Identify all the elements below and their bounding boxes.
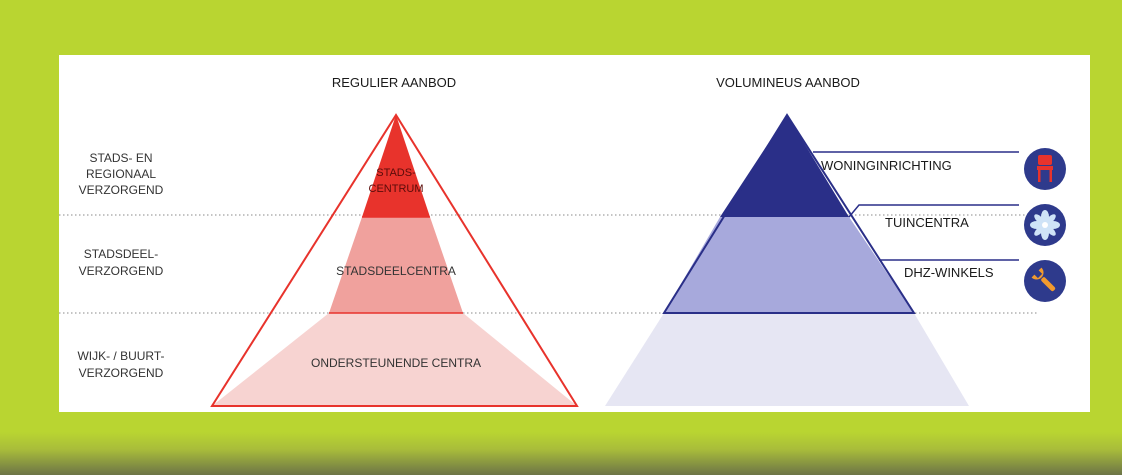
diagram-panel: REGULIER AANBOD VOLUMINEUS AANBOD STADS-… <box>59 55 1090 412</box>
level-label-stadsdeel: STADSDEEL- VERZORGEND <box>79 247 164 278</box>
red-pyramid-middle <box>329 217 463 313</box>
blue-pyramid-middle <box>664 217 914 313</box>
red-pyramid-outline <box>210 113 579 407</box>
header-volumineus: VOLUMINEUS AANBOD <box>716 75 860 90</box>
label-stadscentrum-1: STADS- <box>376 167 416 179</box>
svg-text:REGIONAAL: REGIONAAL <box>86 167 156 181</box>
level-label-wijk: WIJK- / BUURT- VERZORGEND <box>77 349 164 380</box>
chair-icon <box>1024 148 1066 190</box>
svg-text:WIJK- / BUURT-: WIJK- / BUURT- <box>77 349 164 363</box>
svg-text:VERZORGEND: VERZORGEND <box>79 366 164 380</box>
blue-pyramid-top <box>720 115 849 217</box>
label-woninginrichting: WONINGINRICHTING <box>821 158 952 173</box>
blue-pyramid-bottom <box>605 313 969 406</box>
svg-text:STADSDEEL-: STADSDEEL- <box>84 247 158 261</box>
pyramid-diagram: REGULIER AANBOD VOLUMINEUS AANBOD STADS-… <box>59 75 1066 407</box>
item-tuincentra: TUINCENTRA <box>848 204 1019 230</box>
wrench-icon <box>1024 260 1066 302</box>
red-pyramid-top <box>362 115 430 217</box>
label-stadsdeelcentra: STADSDEELCENTRA <box>336 264 456 278</box>
label-tuincentra: TUINCENTRA <box>885 215 969 230</box>
label-dhz-winkels: DHZ-WINKELS <box>904 265 994 280</box>
bottom-shadow <box>0 432 1122 475</box>
level-label-regional: STADS- EN REGIONAAL VERZORGEND <box>79 151 164 197</box>
item-woninginrichting: WONINGINRICHTING <box>813 151 1019 173</box>
label-ondersteunende-centra: ONDERSTEUNENDE CENTRA <box>311 356 481 370</box>
header-regulier: REGULIER AANBOD <box>332 75 456 90</box>
red-pyramid-bottom <box>212 313 577 406</box>
flower-icon <box>1024 204 1066 246</box>
item-dhz-winkels: DHZ-WINKELS <box>879 259 1019 280</box>
svg-text:STADS- EN: STADS- EN <box>89 151 152 165</box>
svg-text:VERZORGEND: VERZORGEND <box>79 264 164 278</box>
label-stadscentrum-2: CENTRUM <box>369 183 424 195</box>
blue-pyramid-outline <box>662 113 916 314</box>
svg-text:VERZORGEND: VERZORGEND <box>79 183 164 197</box>
